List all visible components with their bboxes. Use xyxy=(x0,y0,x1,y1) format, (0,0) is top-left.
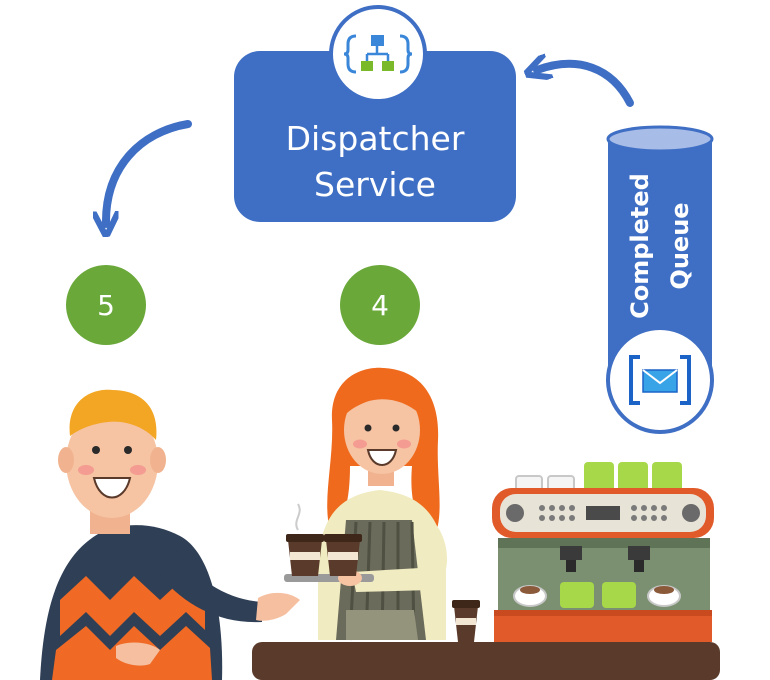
queue-message-icon xyxy=(629,355,691,405)
logic-app-icon xyxy=(343,34,413,74)
coffee-cup xyxy=(324,534,362,576)
counter xyxy=(252,600,720,680)
step-4-circle xyxy=(340,265,420,345)
arrow-queue-to-dispatcher xyxy=(537,64,634,107)
queue-label-line2: Queue xyxy=(666,202,694,289)
customer-illustration xyxy=(40,389,300,680)
arrow-dispatcher-to-customer xyxy=(106,120,192,224)
dispatcher-title-line2: Service xyxy=(314,165,436,204)
dispatcher-service: Dispatcher Service xyxy=(234,5,516,222)
dispatcher-title-line1: Dispatcher xyxy=(286,119,465,158)
coffee-cup xyxy=(286,503,324,576)
counter-top xyxy=(252,642,720,680)
queue-label-line1: Completed xyxy=(626,173,654,319)
coffee-cup xyxy=(452,600,480,642)
queue-cylinder-top xyxy=(608,127,712,151)
step-5-label: 5 xyxy=(97,289,115,322)
step-5: 5 xyxy=(66,265,146,345)
dispatcher-service-box xyxy=(234,51,516,222)
step-5-circle xyxy=(66,265,146,345)
barista-illustration xyxy=(284,367,447,641)
completed-queue: Completed Queue xyxy=(606,125,714,434)
step-4-label: 4 xyxy=(371,289,389,322)
espresso-machine xyxy=(492,462,714,642)
step-4: 4 xyxy=(340,265,420,345)
cups-on-top xyxy=(515,462,682,493)
